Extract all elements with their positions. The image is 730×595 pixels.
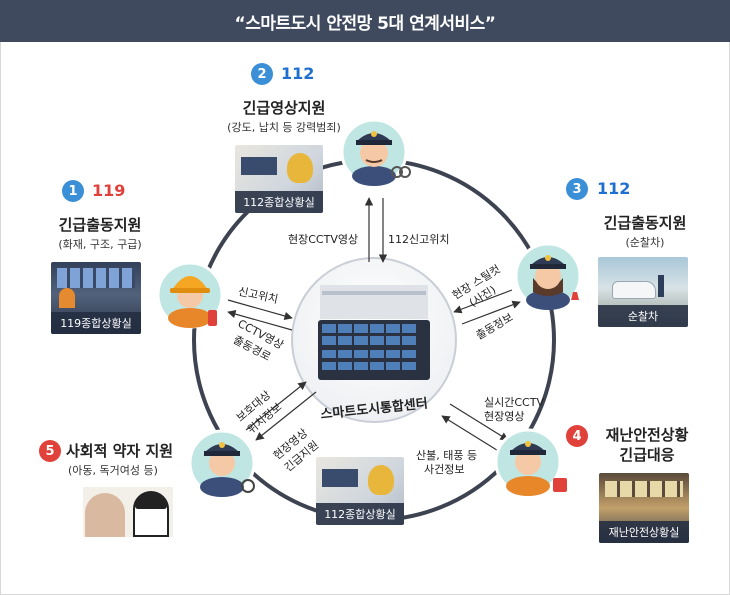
service-3-photo: 순찰차 bbox=[598, 257, 688, 327]
flow-arrows bbox=[227, 197, 521, 453]
arrow-to-center-from-police bbox=[453, 289, 513, 314]
flow-realtime-2: 현장영상 bbox=[484, 410, 525, 423]
service-1-photo-caption: 119종합상황실 bbox=[51, 312, 141, 334]
service-2-code: 112 bbox=[281, 64, 315, 83]
service-2-photo: 112종합상황실 bbox=[235, 145, 323, 213]
service-3-photo-caption: 순찰차 bbox=[598, 305, 688, 327]
flow-disaster-2: 사건정보 bbox=[424, 463, 465, 476]
arrow-from-weak bbox=[245, 381, 307, 431]
service-5-badge: 5 bbox=[39, 440, 61, 462]
child-image bbox=[85, 493, 125, 537]
service-1-code: 119 bbox=[92, 181, 126, 200]
flow-realtime-1: 실시간CCTV bbox=[484, 396, 544, 409]
arrow-from-disaster bbox=[441, 415, 501, 453]
service-2-photo-caption: 112종합상황실 bbox=[235, 191, 323, 213]
firefighter-avatar bbox=[156, 261, 224, 329]
arrow-to-119 bbox=[227, 310, 293, 331]
arrow-to-center-from-119 bbox=[227, 299, 293, 320]
flow-cctv-live: 현장CCTV영상 bbox=[288, 233, 359, 246]
flow-disaster-1: 산불, 태풍 등 bbox=[416, 449, 478, 462]
service-3-subtitle: (순찰차) bbox=[625, 236, 665, 249]
service-1-title: 긴급출동지원 bbox=[58, 216, 142, 234]
page-title-text: “스마트도시 안전망 5대 연계서비스” bbox=[234, 13, 496, 34]
service-1-badge: 1 bbox=[62, 180, 84, 202]
service-3-badge: 3 bbox=[566, 178, 588, 200]
flow-report-112: 112신고위치 bbox=[388, 233, 450, 246]
service-2-badge: 2 bbox=[251, 63, 273, 85]
service-2-title: 긴급영상지원 bbox=[242, 99, 326, 117]
arrow-to-weak bbox=[255, 391, 317, 441]
service-4-photo: 재난안전상황실 bbox=[599, 473, 689, 543]
page-title: “스마트도시 안전망 5대 연계서비스” bbox=[0, 0, 730, 42]
service-1-photo: 119종합상황실 bbox=[51, 262, 141, 334]
disaster-responder-avatar bbox=[494, 428, 567, 496]
service-4-title-line1: 재난안전상황 bbox=[605, 426, 689, 444]
service-3-title: 긴급출동지원 bbox=[603, 214, 687, 232]
police-officer-avatar bbox=[340, 118, 411, 186]
arrow-to-disaster bbox=[449, 403, 509, 441]
bottom-photo: 112종합상황실 bbox=[316, 457, 404, 525]
female-police-avatar bbox=[514, 242, 582, 310]
service-5-subtitle: (아동, 독거여성 등) bbox=[68, 464, 158, 477]
bottom-photo-caption: 112종합상황실 bbox=[316, 503, 404, 525]
arrow-to-police bbox=[461, 300, 521, 325]
service-4-photo-caption: 재난안전상황실 bbox=[599, 521, 689, 543]
service-5-title: 사회적 약자 지원 bbox=[66, 442, 174, 460]
center-hub bbox=[291, 257, 457, 423]
service-2-subtitle: (강도, 납치 등 강력범죄) bbox=[227, 121, 341, 134]
security-guard-avatar bbox=[188, 429, 256, 497]
service-4-badge: 4 bbox=[566, 425, 588, 447]
service-3-code: 112 bbox=[597, 179, 631, 198]
service-4-title-line2: 긴급대응 bbox=[619, 446, 675, 464]
service-1-subtitle: (화재, 구조, 구급) bbox=[58, 238, 142, 251]
woman-image bbox=[133, 491, 169, 537]
service-5-photo bbox=[83, 487, 173, 537]
